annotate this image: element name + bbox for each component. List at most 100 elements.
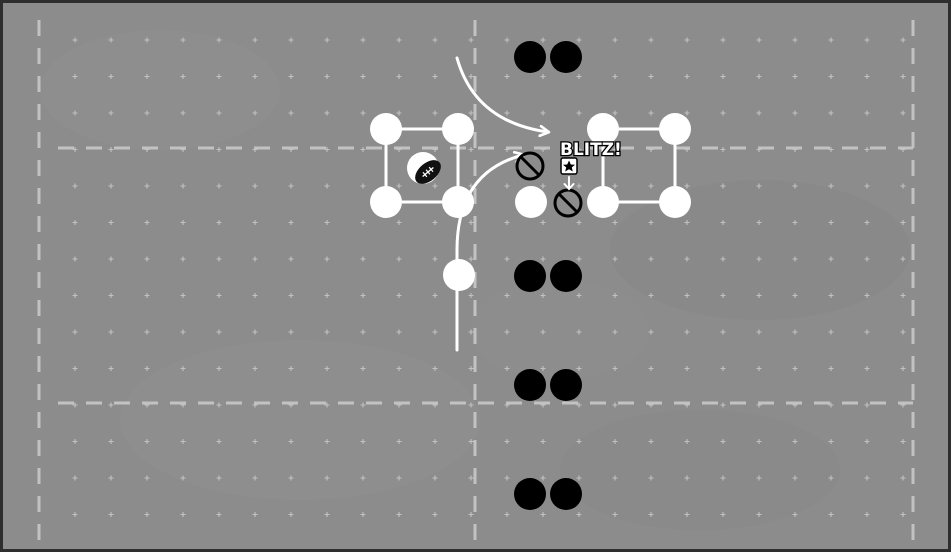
hash-mark [180,475,186,481]
hash-mark [756,220,762,225]
hash-mark [540,293,546,298]
hash-mark [576,183,582,189]
no-entry-icon[interactable] [515,151,545,181]
offense-token[interactable] [587,186,619,218]
hash-mark [324,366,330,371]
offense-token[interactable] [370,113,402,145]
hash-mark [756,512,762,517]
hash-mark [756,475,762,481]
hash-mark [864,512,870,517]
blitz-callout: BLITZ! [560,140,622,160]
hash-mark [900,37,906,43]
offense-token[interactable] [443,259,475,291]
hash-mark [144,293,150,298]
hash-mark [900,402,906,408]
defense-token[interactable] [514,260,546,292]
hash-mark [720,183,726,189]
hash-mark [612,439,618,444]
hash-mark [864,256,870,262]
hash-mark [324,329,330,335]
hash-mark [828,366,834,371]
hash-mark [180,512,186,517]
hash-mark [720,256,726,262]
hash-mark [396,110,402,116]
hash-mark [108,147,114,152]
hash-mark [144,74,150,79]
hash-mark [828,512,834,517]
hash-mark [900,512,906,517]
defense-token[interactable] [550,41,582,73]
hash-mark [828,220,834,225]
hash-mark [72,402,78,408]
hash-mark [396,329,402,335]
hash-mark [468,293,474,298]
hash-mark [324,110,330,116]
hash-mark [468,512,474,517]
hash-mark [540,110,546,116]
hash-mark [324,147,330,152]
star-icon [560,157,578,175]
hash-mark [720,293,726,298]
hash-mark [324,183,330,189]
hash-mark [216,37,222,43]
football-icon [415,160,441,184]
hash-mark [900,256,906,262]
hash-mark [288,293,294,298]
hash-mark [288,512,294,517]
hash-mark [144,220,150,225]
hash-mark [864,183,870,189]
hash-mark [612,147,618,152]
hash-mark [684,74,690,79]
defense-token[interactable] [514,478,546,510]
hash-mark [792,512,798,517]
hash-mark [72,256,78,262]
hash-mark [288,439,294,444]
defense-token[interactable] [550,478,582,510]
no-entry-icon[interactable] [553,188,583,218]
hash-mark [468,402,474,408]
hash-mark [648,220,654,225]
hash-mark [288,475,294,481]
defense-token[interactable] [550,369,582,401]
hash-mark [792,366,798,371]
hash-mark [576,293,582,298]
hash-mark [108,402,114,408]
hash-mark [360,329,366,335]
hash-mark-grid [72,37,906,517]
defense-token[interactable] [514,41,546,73]
route-arrow-upper [455,56,548,132]
hash-mark [324,512,330,517]
offense-token[interactable] [442,186,474,218]
hash-mark [396,183,402,189]
hash-mark [180,183,186,189]
hash-mark [288,402,294,408]
hash-mark [792,329,798,335]
offense-token[interactable] [659,186,691,218]
hash-mark [900,147,906,152]
offense-token[interactable] [442,113,474,145]
hash-mark [216,110,222,116]
hash-mark [216,183,222,189]
defense-token[interactable] [514,369,546,401]
hash-mark [648,293,654,298]
hash-mark [540,74,546,79]
offense-token[interactable] [587,113,619,145]
hash-mark [684,366,690,371]
hash-mark [324,220,330,225]
hash-mark [468,37,474,43]
hash-mark [144,402,150,408]
hash-mark [288,220,294,225]
hash-mark [432,475,438,481]
hash-mark [540,37,546,43]
hash-mark [360,439,366,444]
routes [455,56,548,352]
offense-token[interactable] [370,186,402,218]
hash-mark [792,37,798,43]
hash-mark [612,366,618,371]
hash-mark [792,74,798,79]
offense-token[interactable] [515,186,547,218]
hash-mark [144,110,150,116]
defense-token[interactable] [550,260,582,292]
formation-box-right [601,127,677,204]
offense-token[interactable] [659,113,691,145]
